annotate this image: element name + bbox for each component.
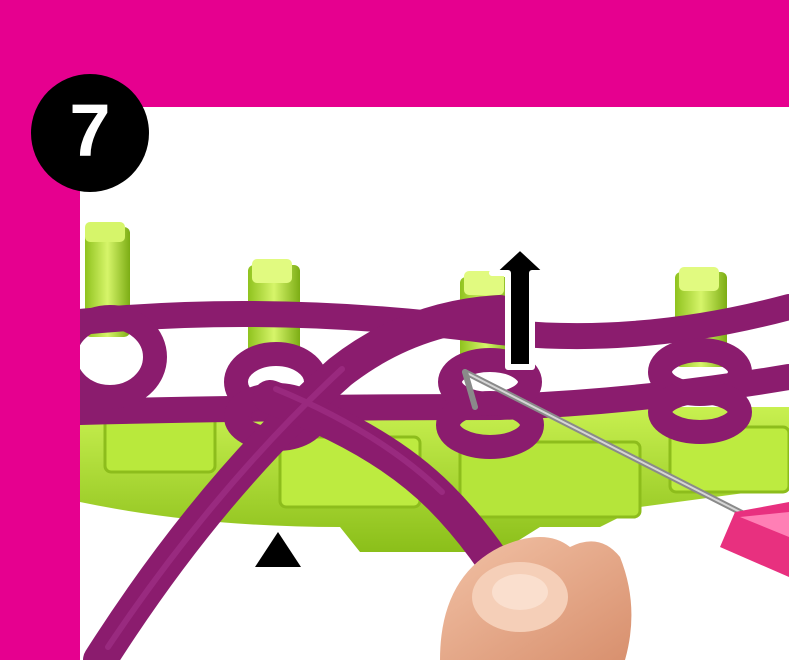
step-badge: 7	[31, 74, 149, 192]
step-number: 7	[69, 94, 110, 168]
illustration-panel	[80, 107, 789, 660]
loom-illustration	[80, 107, 789, 660]
triangle-pointer-icon	[255, 532, 301, 567]
